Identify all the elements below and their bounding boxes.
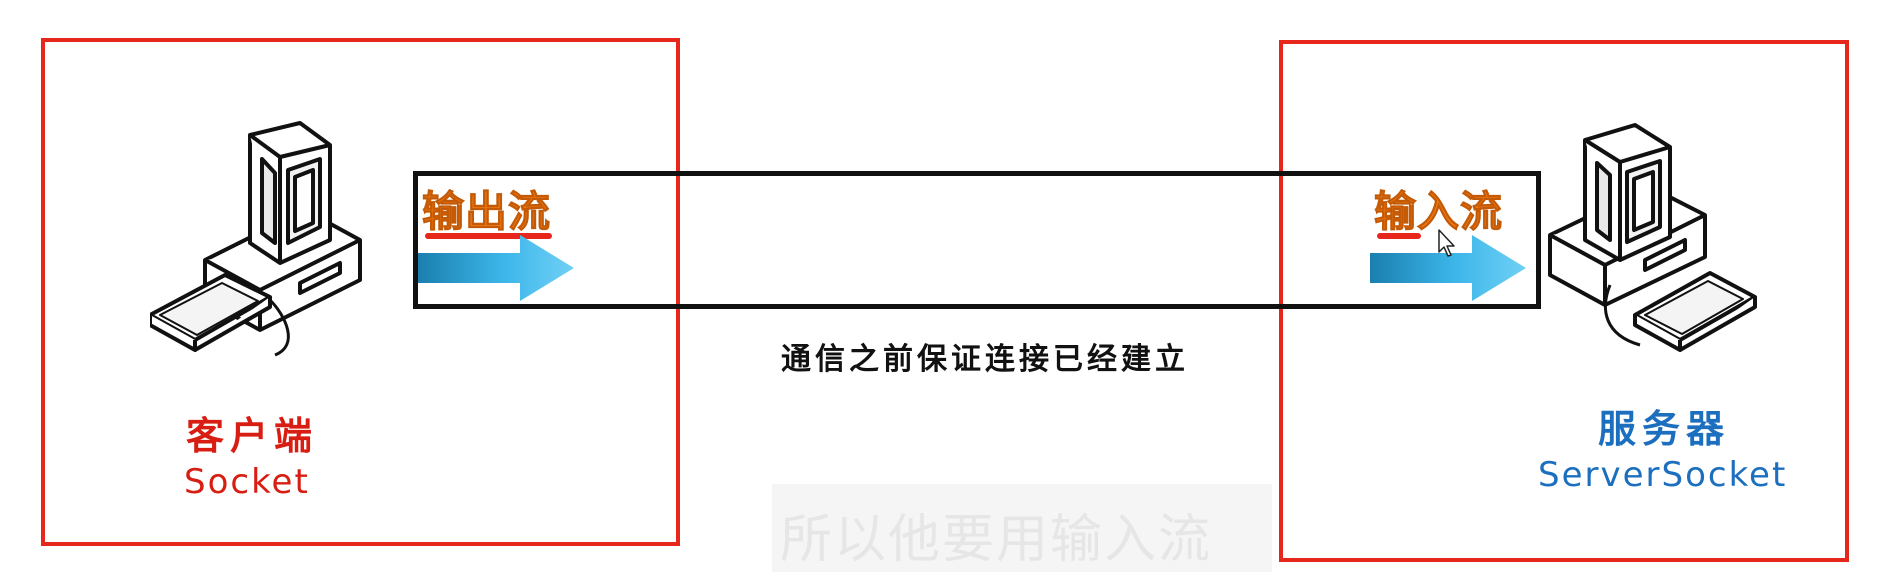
output-stream-underline xyxy=(425,233,552,239)
client-computer-icon xyxy=(150,121,362,357)
server-title: 服务器 xyxy=(1598,407,1731,451)
input-stream-arrow-icon xyxy=(1370,235,1526,301)
input-stream-label: 输入流 xyxy=(1373,187,1504,237)
mouse-pointer-icon xyxy=(1438,229,1455,257)
output-stream-label: 输出流 xyxy=(421,187,552,237)
output-stream-arrow-icon xyxy=(418,235,574,301)
server-frame xyxy=(1279,40,1849,562)
connection-pipe xyxy=(413,171,1541,309)
server-subtitle: ServerSocket xyxy=(1538,455,1788,495)
client-title: 客户端 xyxy=(186,414,319,458)
input-stream-underline xyxy=(1377,233,1421,239)
video-subtitle-backdrop xyxy=(772,484,1272,572)
client-subtitle: Socket xyxy=(184,462,310,502)
connection-caption: 通信之前保证连接已经建立 xyxy=(781,342,1189,377)
video-subtitle: 所以他要用输入流 xyxy=(780,510,1213,570)
client-frame xyxy=(41,38,680,546)
server-computer-icon xyxy=(1548,123,1757,352)
